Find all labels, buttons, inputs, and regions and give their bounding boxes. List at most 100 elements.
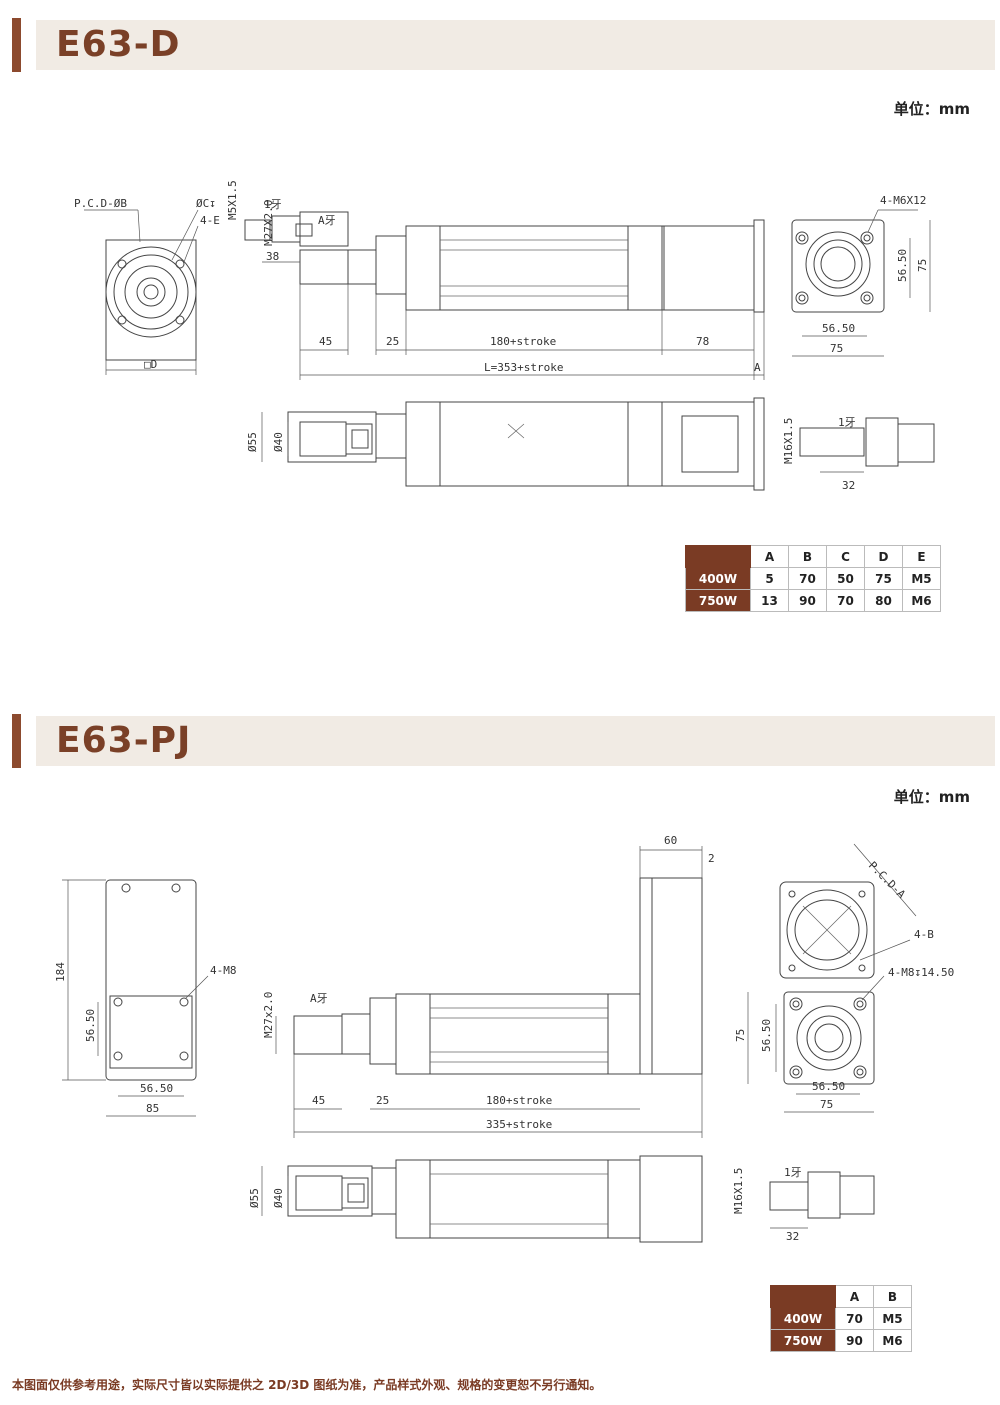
section-header-bar: [36, 20, 995, 70]
dim-tooth-2: 1牙: [838, 416, 856, 429]
dim-60: 60: [664, 834, 677, 847]
dim-a: A: [754, 361, 761, 374]
dim-25: 25: [376, 1094, 389, 1107]
dim-bolts: 4-M6X12: [880, 194, 926, 207]
dim-m8-depth: 4-M8↧14.50: [888, 966, 954, 979]
row-label: 750W: [685, 589, 751, 612]
dim-dia40: Ø40: [272, 1188, 285, 1208]
dim-m: M5X1.5: [226, 180, 239, 220]
dim-5650-h: 56.50: [140, 1082, 173, 1095]
table-row: 750W 13 90 70 80 M6: [685, 589, 941, 612]
dim-dia40: Ø40: [272, 432, 285, 452]
top-plate-view: [62, 879, 209, 1117]
header-b: B: [788, 545, 827, 568]
section-accent: [12, 714, 21, 768]
dim-stroke: 180+stroke: [490, 335, 556, 348]
dim-75-h: 75: [830, 342, 843, 355]
unit-label: 单位：mm: [893, 788, 970, 806]
dim-5650-v: 56.50: [84, 1009, 97, 1042]
side-view: [275, 846, 703, 1138]
dim-m16: M16X1.5: [782, 418, 795, 464]
dim-length: L=353+stroke: [484, 361, 563, 374]
header-b: B: [873, 1285, 912, 1308]
cell: M5: [873, 1307, 912, 1330]
table-corner: [770, 1285, 836, 1308]
cell: 13: [750, 589, 789, 612]
cell: 5: [750, 567, 789, 590]
section-accent: [12, 18, 21, 72]
spec-table-e63-d: A B C D E 400W 5 70 50 75 M5 750W 13 90 …: [685, 545, 941, 612]
cell: 90: [788, 589, 827, 612]
header-d: D: [864, 545, 903, 568]
dim-45: 45: [312, 1094, 325, 1107]
side-view: [244, 211, 765, 380]
cell: 50: [826, 567, 865, 590]
dim-m8: 4-M8: [210, 964, 237, 977]
dim-5650-v: 56.50: [896, 249, 909, 282]
dim-45: 45: [319, 335, 332, 348]
dim-dia55: Ø55: [246, 432, 259, 452]
table-row: 750W 90 M6: [770, 1329, 912, 1352]
dim-m16: M16X1.5: [732, 1168, 745, 1214]
dim-75-v: 75: [734, 1029, 747, 1042]
header-a: A: [750, 545, 789, 568]
spec-table-e63-pj: A B 400W 70 M5 750W 90 M6: [770, 1285, 912, 1352]
cell: 70: [788, 567, 827, 590]
dim-length: 335+stroke: [486, 1118, 552, 1131]
dim-5650-h: 56.50: [822, 322, 855, 335]
end-view: [747, 843, 917, 1113]
bottom-view: [261, 397, 765, 491]
dim-38: 38: [266, 250, 279, 263]
unit-label: 单位：mm: [893, 100, 970, 118]
dim-thread: M27x2.0: [262, 992, 275, 1038]
dim-85: 85: [146, 1102, 159, 1115]
dim-d: □D: [144, 358, 157, 371]
table-row: 400W 70 M5: [770, 1307, 912, 1330]
dim-tooth: 1牙: [784, 1166, 802, 1179]
dim-75-v: 75: [916, 259, 929, 272]
cell: M5: [902, 567, 941, 590]
dim-75-b: 75: [820, 1098, 833, 1111]
cell: 90: [835, 1329, 874, 1352]
cell: 70: [826, 589, 865, 612]
dim-pcd: P.C.D-ØB: [74, 197, 127, 210]
dim-tooth-1: 1牙: [264, 198, 282, 211]
dim-78: 78: [696, 335, 709, 348]
dim-2: 2: [708, 852, 715, 865]
section-title: E63-PJ: [56, 720, 192, 761]
header-e: E: [902, 545, 941, 568]
dim-5650-b: 56.50: [812, 1080, 845, 1093]
dim-32: 32: [786, 1230, 799, 1243]
dim-dia55: Ø55: [248, 1188, 261, 1208]
table-row: 400W 5 70 50 75 M5: [685, 567, 941, 590]
header-a: A: [835, 1285, 874, 1308]
row-label: 750W: [770, 1329, 836, 1352]
dim-32: 32: [842, 479, 855, 492]
dim-184: 184: [54, 962, 67, 982]
dim-5650-r: 56.50: [760, 1019, 773, 1052]
shaft-end-detail: [769, 1171, 875, 1229]
row-label: 400W: [685, 567, 751, 590]
front-flange-view: [84, 209, 199, 375]
dim-stroke: 180+stroke: [486, 1094, 552, 1107]
dim-25: 25: [386, 335, 399, 348]
shaft-end-detail: [799, 417, 935, 473]
dim-4b: 4-B: [914, 928, 934, 941]
cell: 80: [864, 589, 903, 612]
dim-a-tooth: A牙: [318, 214, 336, 227]
header-c: C: [826, 545, 865, 568]
row-label: 400W: [770, 1307, 836, 1330]
bottom-view: [261, 1155, 703, 1243]
dim-a-tooth: A牙: [310, 992, 328, 1005]
section-title: E63-D: [56, 24, 181, 65]
table-corner: [685, 545, 751, 568]
cell: 75: [864, 567, 903, 590]
dim-e: 4-E: [200, 214, 220, 227]
end-view: [791, 209, 931, 357]
dim-pcd: P.C.D-A: [866, 859, 908, 901]
dim-c: ØC↧: [196, 197, 216, 210]
e63-d-drawing: P.C.D-ØB ØC↧ 4-E □D M5X1.5 1牙 A牙 M27: [74, 180, 935, 492]
cell: 70: [835, 1307, 874, 1330]
cell: M6: [873, 1329, 912, 1352]
section-header-bar: [36, 716, 995, 766]
